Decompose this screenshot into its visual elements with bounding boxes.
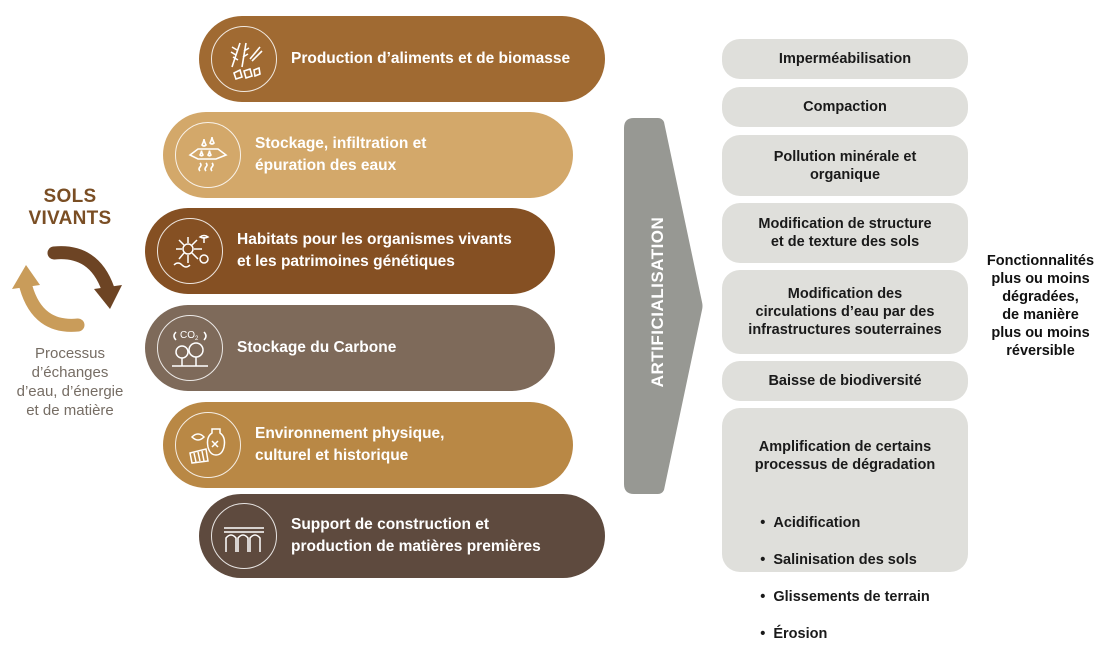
function-label: Stockage, infiltration et épuration des … (255, 135, 427, 174)
function-label: Environnement physique, culturel et hist… (255, 425, 445, 464)
function-label: Stockage du Carbone (237, 339, 397, 356)
function-pill-carbone: CO 2 Stockage du Carbone (145, 305, 555, 391)
degradation-amplification: Amplification de certains processus de d… (722, 408, 968, 642)
degradation-compaction: Compaction (722, 87, 968, 127)
function-pill-construction: Support de construction et production de… (199, 494, 605, 578)
function-label: Support de construction et production de… (291, 516, 541, 555)
fonctionnalites-result: Fonctionnalités plus ou moins dégradées,… (986, 253, 1095, 359)
processus-caption: Processus d’échanges d’eau, d’énergie et… (16, 345, 124, 419)
function-pill-habitats: Habitats pour les organismes vivants et … (145, 208, 555, 294)
sols-vivants-title: SOLS VIVANTS (28, 186, 112, 229)
cycle-arrows-icon (12, 246, 122, 332)
artificialisation-label: ARTIFICIALISATION (648, 216, 667, 388)
water-drops-icon (175, 122, 241, 188)
bullet-item: Acidification (760, 514, 929, 533)
artificialisation-arrow (624, 118, 703, 494)
function-label: Habitats pour les organismes vivants et … (237, 231, 512, 270)
function-label: Production d’aliments et de biomasse (291, 50, 571, 67)
bullet-item: Glissements de terrain (760, 588, 929, 607)
co2-trees-icon: CO 2 (157, 315, 223, 381)
bullet-item: Érosion (760, 625, 929, 644)
degradation-structure: Modification de structure et de texture … (722, 203, 968, 263)
wheat-grain-icon (211, 26, 277, 92)
degradation-circulations-eau: Modification des circulations d’eau par … (722, 270, 968, 354)
svg-text:CO: CO (180, 330, 195, 341)
degradation-bullet-list: Acidification Salinisation des sols Glis… (760, 496, 929, 662)
function-pill-production: Production d’aliments et de biomasse (199, 16, 605, 102)
degradation-impermeabilisation: Imperméabilisation (722, 39, 968, 79)
svg-text:2: 2 (195, 336, 199, 342)
degradation-pollution: Pollution minérale et organique (722, 135, 968, 196)
organisms-icon (157, 218, 223, 284)
function-pill-eau: Stockage, infiltration et épuration des … (163, 112, 573, 198)
aqueduct-icon (211, 503, 277, 569)
function-pill-environnement: Environnement physique, culturel et hist… (163, 402, 573, 488)
heritage-artifacts-icon (175, 412, 241, 478)
degradation-amplification-label: Amplification de certains processus de d… (754, 439, 936, 473)
bullet-item: Salinisation des sols (760, 551, 929, 570)
degradation-biodiversite: Baisse de biodiversité (722, 361, 968, 401)
